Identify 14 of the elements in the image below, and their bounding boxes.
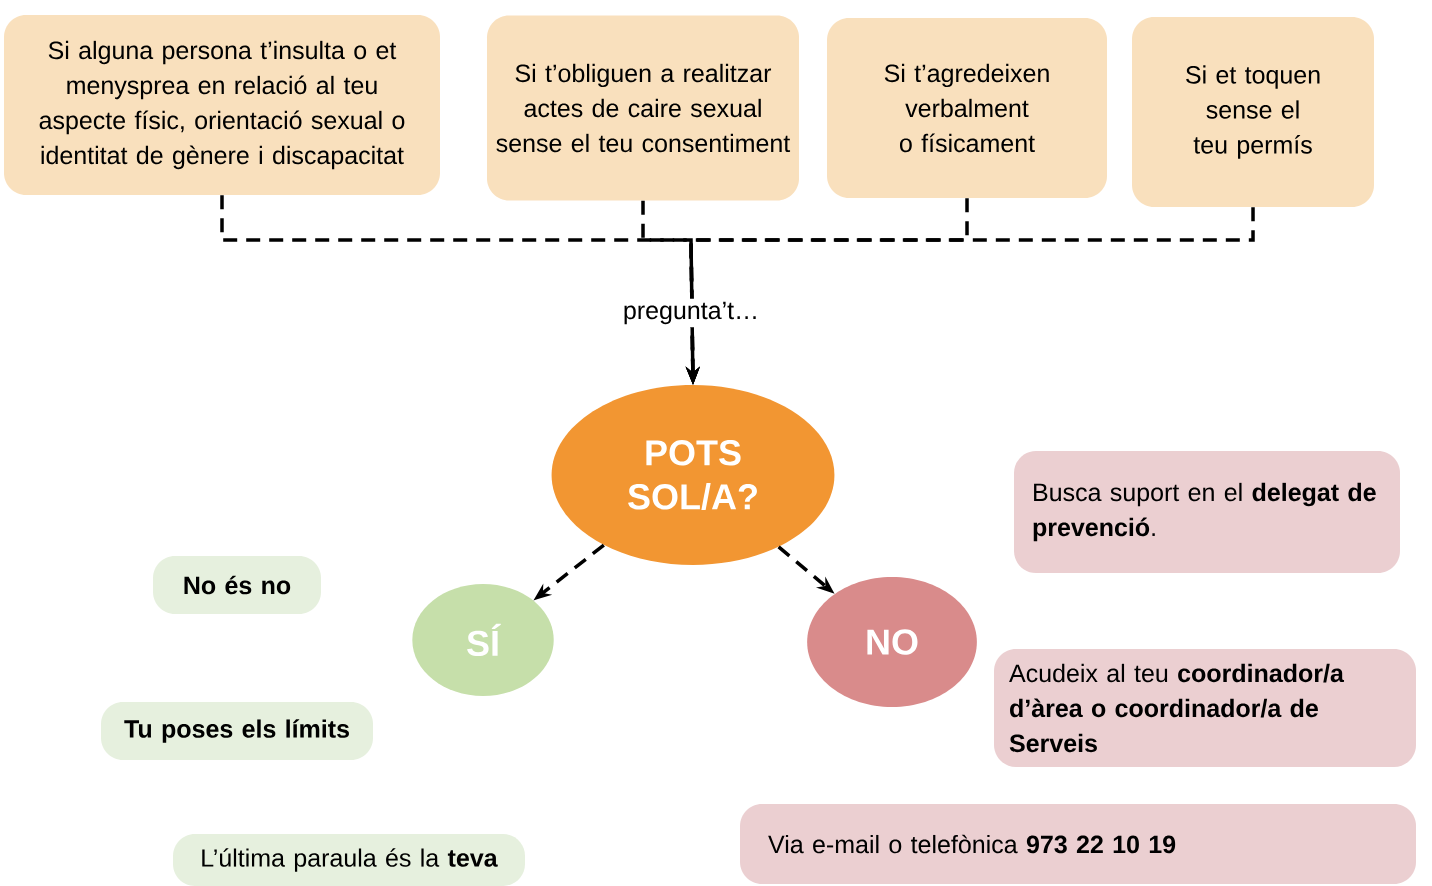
decision-blob: POTS SOL/A? bbox=[551, 385, 835, 565]
note-box: No és no bbox=[153, 556, 321, 614]
info-box: Via e-mail o telefònica 973 22 10 19 bbox=[740, 804, 1416, 884]
info-box: Acudeix al teu coordinador/a d’àrea o coordinador/a de Serveis bbox=[994, 649, 1416, 767]
situation-box: Si et toquen sense el teu permís bbox=[1132, 17, 1374, 207]
answer-blob: NO bbox=[807, 577, 977, 707]
answer-blob: SÍ bbox=[412, 584, 554, 696]
note-box: Tu poses els límits bbox=[101, 702, 373, 760]
info-box: Busca suport en el delegat de prevenció. bbox=[1014, 451, 1400, 573]
note-box: L’última paraula és la teva bbox=[173, 834, 525, 886]
edge-label: pregunta’t… bbox=[619, 298, 763, 328]
situation-box: Si alguna persona t’insulta o et menysprea en relació al teu aspecte físic, orientació sexual o identitat de gènere i discapacitat bbox=[4, 15, 440, 195]
situation-box: Si t’agredeixen verbalment o físicament bbox=[827, 18, 1107, 198]
situation-box: Si t’obliguen a realitzar actes de caire sexual sense el teu consentiment bbox=[487, 15, 799, 201]
